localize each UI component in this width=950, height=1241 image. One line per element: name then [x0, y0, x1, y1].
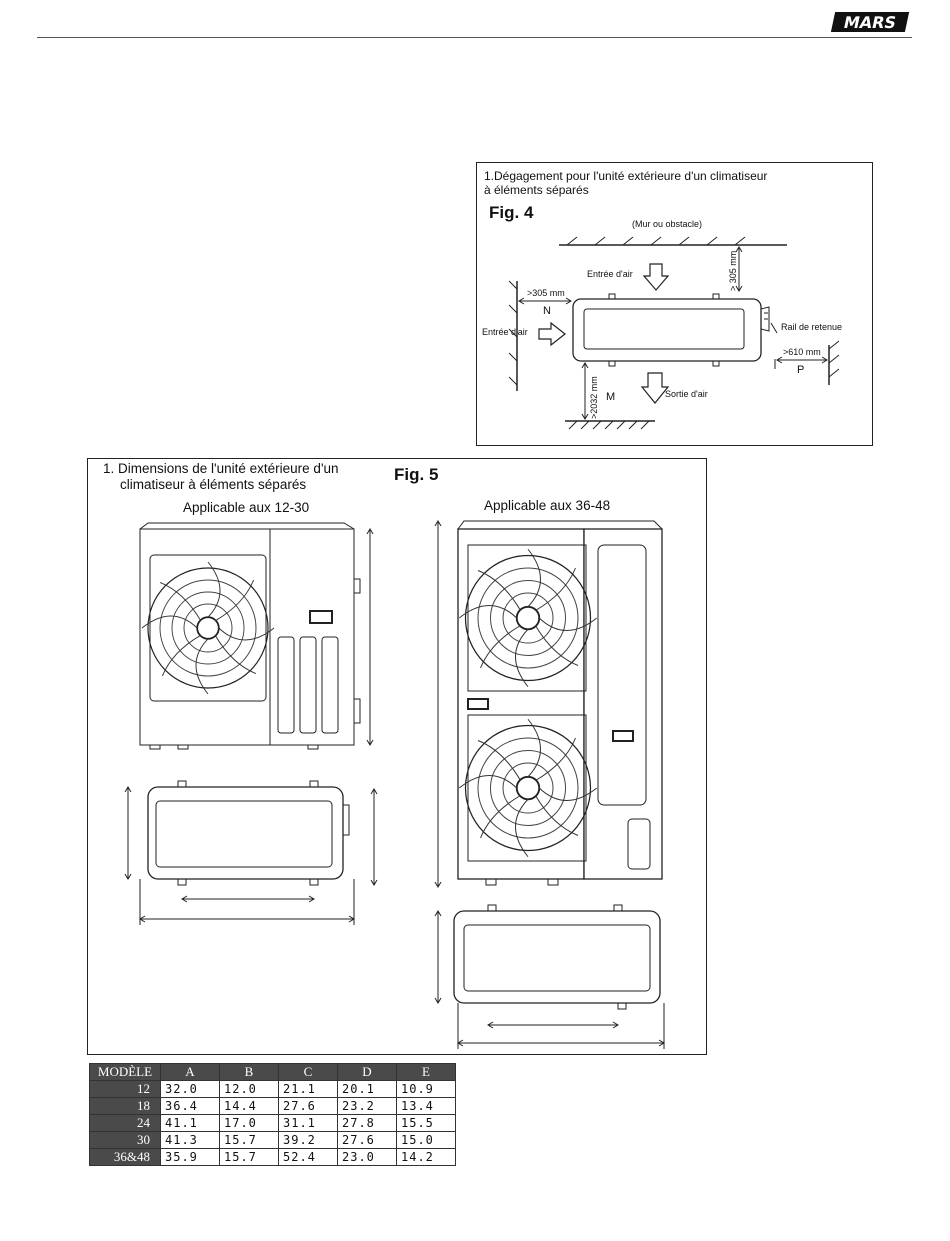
header-c: C — [278, 1063, 338, 1081]
row-model: 30 — [89, 1131, 161, 1149]
header-d: D — [337, 1063, 397, 1081]
table-row: 18 36.4 14.4 27.6 23.2 13.4 — [89, 1097, 456, 1115]
air-inlet-side-label: Entrée d'air — [482, 327, 528, 337]
row-model: 36&48 — [89, 1148, 161, 1166]
fig5-label: Fig. 5 — [394, 465, 439, 484]
header-b: B — [219, 1063, 279, 1081]
cell-c: 52.4 — [278, 1148, 338, 1166]
rail-label: Rail de retenue — [781, 322, 843, 332]
row-model: 24 — [89, 1114, 161, 1132]
fig4-panel: 1.Dégagement pour l'unité extérieure d'u… — [476, 162, 873, 446]
clearance-top-label: > 305 mm — [728, 250, 738, 291]
dimensions-table: MODÈLE A B C D E 12 32.0 12.0 21.1 20.1 … — [89, 1063, 456, 1166]
letter-n: N — [543, 305, 551, 317]
fig4-caption-line2: à éléments séparés — [484, 183, 589, 197]
cell-b: 17.0 — [219, 1114, 279, 1132]
cell-b: 12.0 — [219, 1080, 279, 1098]
applicable-large-label: Applicable aux 36-48 — [484, 498, 611, 513]
header-model: MODÈLE — [89, 1063, 161, 1081]
fig4-label: Fig. 4 — [489, 203, 534, 222]
cell-b: 14.4 — [219, 1097, 279, 1115]
brand-logo: MARS — [828, 8, 912, 36]
cell-a: 32.0 — [160, 1080, 220, 1098]
cell-d: 27.8 — [337, 1114, 397, 1132]
cell-e: 15.5 — [396, 1114, 456, 1132]
row-model: 12 — [89, 1080, 161, 1098]
air-outlet-label: Sortie d'air — [665, 389, 708, 399]
cell-a: 41.1 — [160, 1114, 220, 1132]
table-row: 30 41.3 15.7 39.2 27.6 15.0 — [89, 1131, 456, 1149]
wall-label: (Mur ou obstacle) — [632, 219, 703, 229]
cell-a: 35.9 — [160, 1148, 220, 1166]
cell-c: 21.1 — [278, 1080, 338, 1098]
fig5-panel: 1. Dimensions de l'unité extérieure d'un… — [87, 458, 707, 1055]
cell-b: 15.7 — [219, 1131, 279, 1149]
table-row: 36&48 35.9 15.7 52.4 23.0 14.2 — [89, 1148, 456, 1166]
table-row: 24 41.1 17.0 31.1 27.8 15.5 — [89, 1114, 456, 1132]
cell-c: 27.6 — [278, 1097, 338, 1115]
cell-a: 41.3 — [160, 1131, 220, 1149]
clearance-diagram — [508, 236, 840, 430]
cell-d: 23.0 — [337, 1148, 397, 1166]
cell-e: 14.2 — [396, 1148, 456, 1166]
cell-d: 27.6 — [337, 1131, 397, 1149]
header-a: A — [160, 1063, 220, 1081]
air-inlet-top-label: Entrée d'air — [587, 269, 633, 279]
clearance-front-label: >2032 mm — [589, 376, 599, 419]
cell-b: 15.7 — [219, 1148, 279, 1166]
row-model: 18 — [89, 1097, 161, 1115]
fig5-caption-line2: climatiseur à éléments séparés — [120, 477, 307, 492]
cell-e: 10.9 — [396, 1080, 456, 1098]
dimension-drawings — [124, 520, 665, 1049]
table-row: 12 32.0 12.0 21.1 20.1 10.9 — [89, 1080, 456, 1098]
cell-e: 15.0 — [396, 1131, 456, 1149]
header-e: E — [396, 1063, 456, 1081]
header-rule — [37, 37, 912, 38]
table-header-row: MODÈLE A B C D E — [89, 1063, 456, 1081]
applicable-small-label: Applicable aux 12-30 — [183, 500, 310, 515]
cell-c: 39.2 — [278, 1131, 338, 1149]
cell-c: 31.1 — [278, 1114, 338, 1132]
letter-m: M — [606, 391, 616, 403]
cell-d: 20.1 — [337, 1080, 397, 1098]
fig5-caption-line1: 1. Dimensions de l'unité extérieure d'un — [103, 461, 339, 476]
cell-d: 23.2 — [337, 1097, 397, 1115]
fig4-caption-line1: 1.Dégagement pour l'unité extérieure d'u… — [484, 169, 768, 183]
cell-e: 13.4 — [396, 1097, 456, 1115]
clearance-left-label: >305 mm — [527, 288, 565, 298]
letter-p: P — [797, 364, 805, 376]
clearance-right-label: >610 mm — [783, 347, 821, 357]
brand-logo-text: MARS — [842, 13, 898, 32]
cell-a: 36.4 — [160, 1097, 220, 1115]
